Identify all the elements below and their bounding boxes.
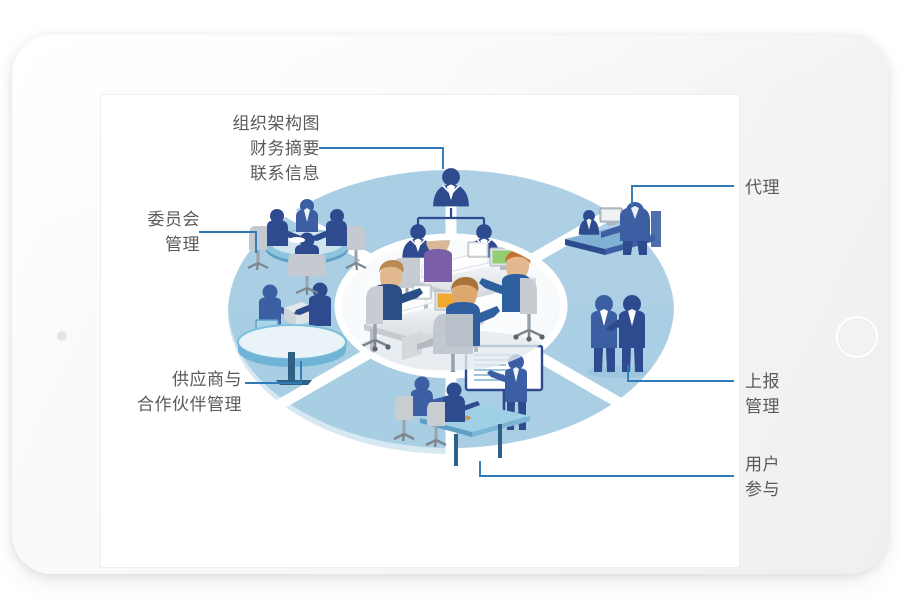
label-line: 上报 <box>745 372 780 391</box>
label-agent[interactable]: 代理 <box>745 175 865 200</box>
label-line: 用户 <box>745 455 780 474</box>
label-line: 管理 <box>745 397 780 416</box>
label-line: 组织架构图 <box>232 114 320 133</box>
label-committee-management[interactable]: 委员会 管理 <box>60 207 200 257</box>
label-line: 参与 <box>745 480 780 499</box>
front-camera-icon <box>57 331 67 341</box>
label-line: 合作伙伴管理 <box>137 395 242 414</box>
label-supplier-partner-management[interactable]: 供应商与 合作伙伴管理 <box>46 367 242 417</box>
label-escalation-management[interactable]: 上报 管理 <box>745 369 865 419</box>
label-line: 委员会 <box>147 210 200 229</box>
label-line: 代理 <box>745 178 780 197</box>
label-org-structure[interactable]: 组织架构图 财务摘要 联系信息 <box>140 111 320 186</box>
home-button[interactable] <box>838 318 876 356</box>
label-line: 管理 <box>165 235 200 254</box>
label-user-engagement[interactable]: 用户 参与 <box>745 452 865 502</box>
label-line: 联系信息 <box>250 164 320 183</box>
label-line: 供应商与 <box>172 370 242 389</box>
label-line: 财务摘要 <box>250 139 320 158</box>
